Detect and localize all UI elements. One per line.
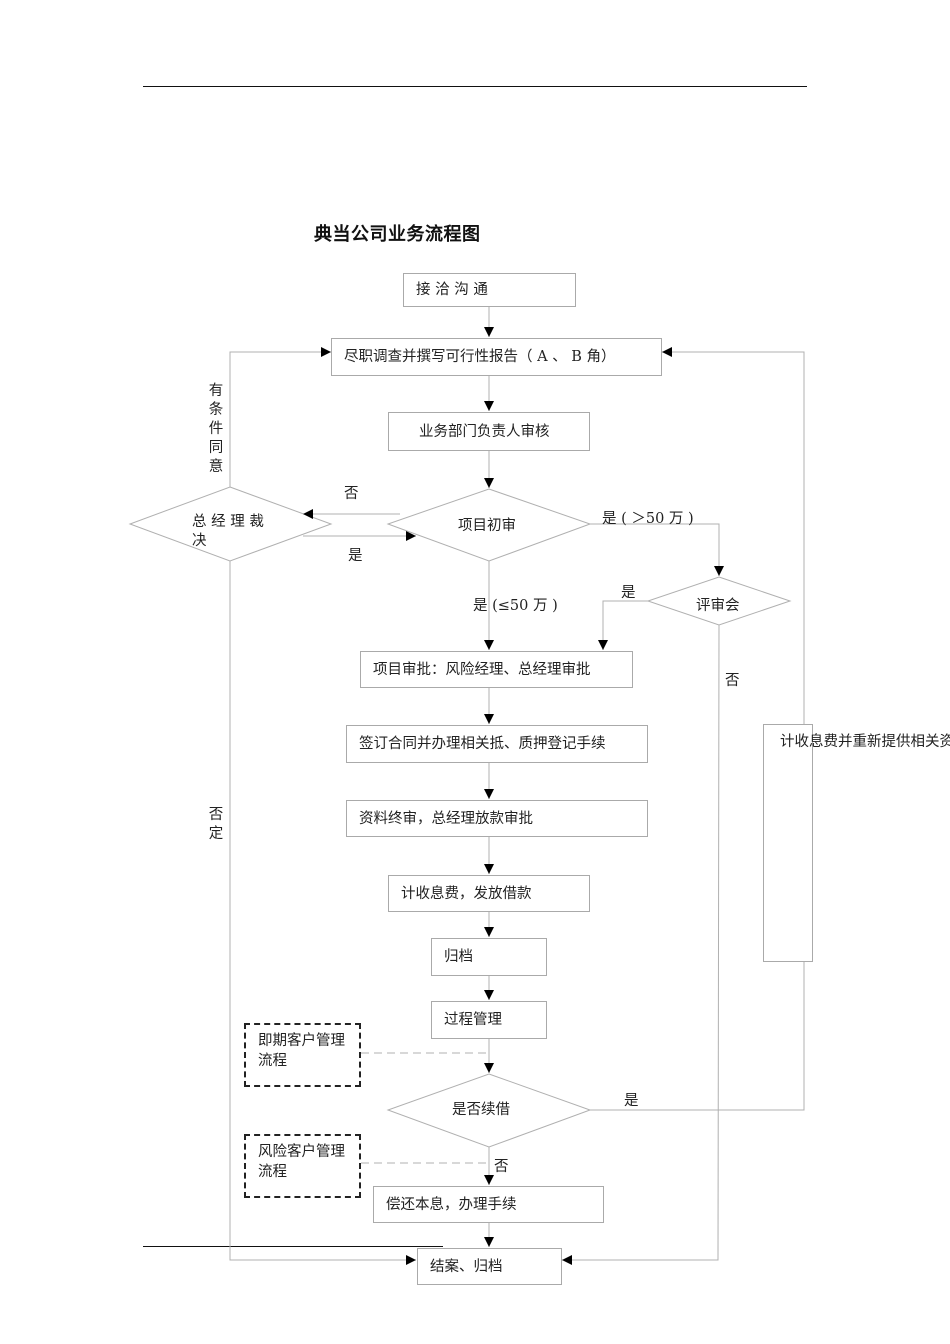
label-yes-over-50: 是 ( ＞50 万 ) xyxy=(602,511,694,527)
node-project-approval: 项目审批：风险经理、总经理审批 xyxy=(360,651,633,688)
label-yes-from-gm: 是 xyxy=(348,548,363,564)
node-recharge: 计收息费并重新提供相关资料 xyxy=(763,724,950,962)
node-due-client-flow: 即期客户管理流程 xyxy=(244,1023,361,1087)
node-disburse-label: 计收息费，发放借款 xyxy=(401,885,532,902)
footer-rule xyxy=(143,1246,443,1247)
node-final-review-label: 资料终审，总经理放款审批 xyxy=(359,810,533,827)
node-risk-client-flow-label: 风险客户管理流程 xyxy=(258,1144,345,1180)
node-contact-label: 接 洽 沟 通 xyxy=(416,282,488,298)
label-committee-yes: 是 xyxy=(621,585,636,601)
node-sign-contract-label: 签订合同并办理相关抵、质押登记手续 xyxy=(359,736,606,752)
node-renew-label: 是否续借 xyxy=(452,1102,510,1118)
page-title: 典当公司业务流程图 xyxy=(314,224,481,245)
node-recharge-label: 计收息费并重新提供相关资料 xyxy=(780,734,950,750)
node-process-mgmt: 过程管理 xyxy=(431,1001,547,1039)
label-conditional-agree: 有条件同意 xyxy=(208,383,224,475)
node-initial-review-label: 项目初审 xyxy=(458,518,516,534)
label-gm-reject: 否定 xyxy=(208,807,224,842)
header-rule xyxy=(143,86,807,87)
node-due-client-flow-label: 即期客户管理流程 xyxy=(258,1033,345,1069)
node-repay: 偿还本息，办理手续 xyxy=(373,1186,604,1223)
edge-initial-to-committee xyxy=(590,523,724,576)
node-close-label: 结案、归档 xyxy=(430,1258,503,1275)
node-archive-label: 归档 xyxy=(444,949,473,965)
node-project-approval-label: 项目审批：风险经理、总经理审批 xyxy=(373,661,591,678)
edge-committee-to-close xyxy=(562,624,720,1265)
node-risk-client-flow: 风险客户管理流程 xyxy=(244,1134,361,1198)
label-committee-no: 否 xyxy=(725,673,740,689)
node-archive: 归档 xyxy=(431,938,547,976)
label-no-to-gm: 否 xyxy=(344,486,359,502)
edge-committee-to-approval xyxy=(598,600,648,650)
node-disburse: 计收息费，发放借款 xyxy=(388,875,590,912)
node-due-diligence-label: 尽职调查并撰写可行性报告（ A 、 B 角） xyxy=(344,349,616,365)
label-renew-yes: 是 xyxy=(624,1093,639,1109)
node-process-mgmt-label: 过程管理 xyxy=(444,1012,502,1028)
node-due-diligence: 尽职调查并撰写可行性报告（ A 、 B 角） xyxy=(331,338,662,376)
node-final-review: 资料终审，总经理放款审批 xyxy=(346,800,648,837)
node-gm-decision-label: 总 经 理 裁 决 xyxy=(192,514,264,549)
label-yes-under-50: 是 (≤50 万 ) xyxy=(473,598,558,614)
label-renew-no: 否 xyxy=(494,1159,509,1175)
node-close: 结案、归档 xyxy=(417,1248,562,1285)
node-contact: 接 洽 沟 通 xyxy=(403,273,576,307)
node-dept-review: 业务部门负责人审核 xyxy=(388,412,590,451)
node-repay-label: 偿还本息，办理手续 xyxy=(386,1196,517,1213)
node-dept-review-label: 业务部门负责人审核 xyxy=(419,423,550,440)
node-committee-label: 评审会 xyxy=(696,598,740,614)
edge-gm-to-close xyxy=(229,561,416,1265)
edge-gm-to-dd xyxy=(229,347,331,487)
node-sign-contract: 签订合同并办理相关抵、质押登记手续 xyxy=(346,725,648,763)
